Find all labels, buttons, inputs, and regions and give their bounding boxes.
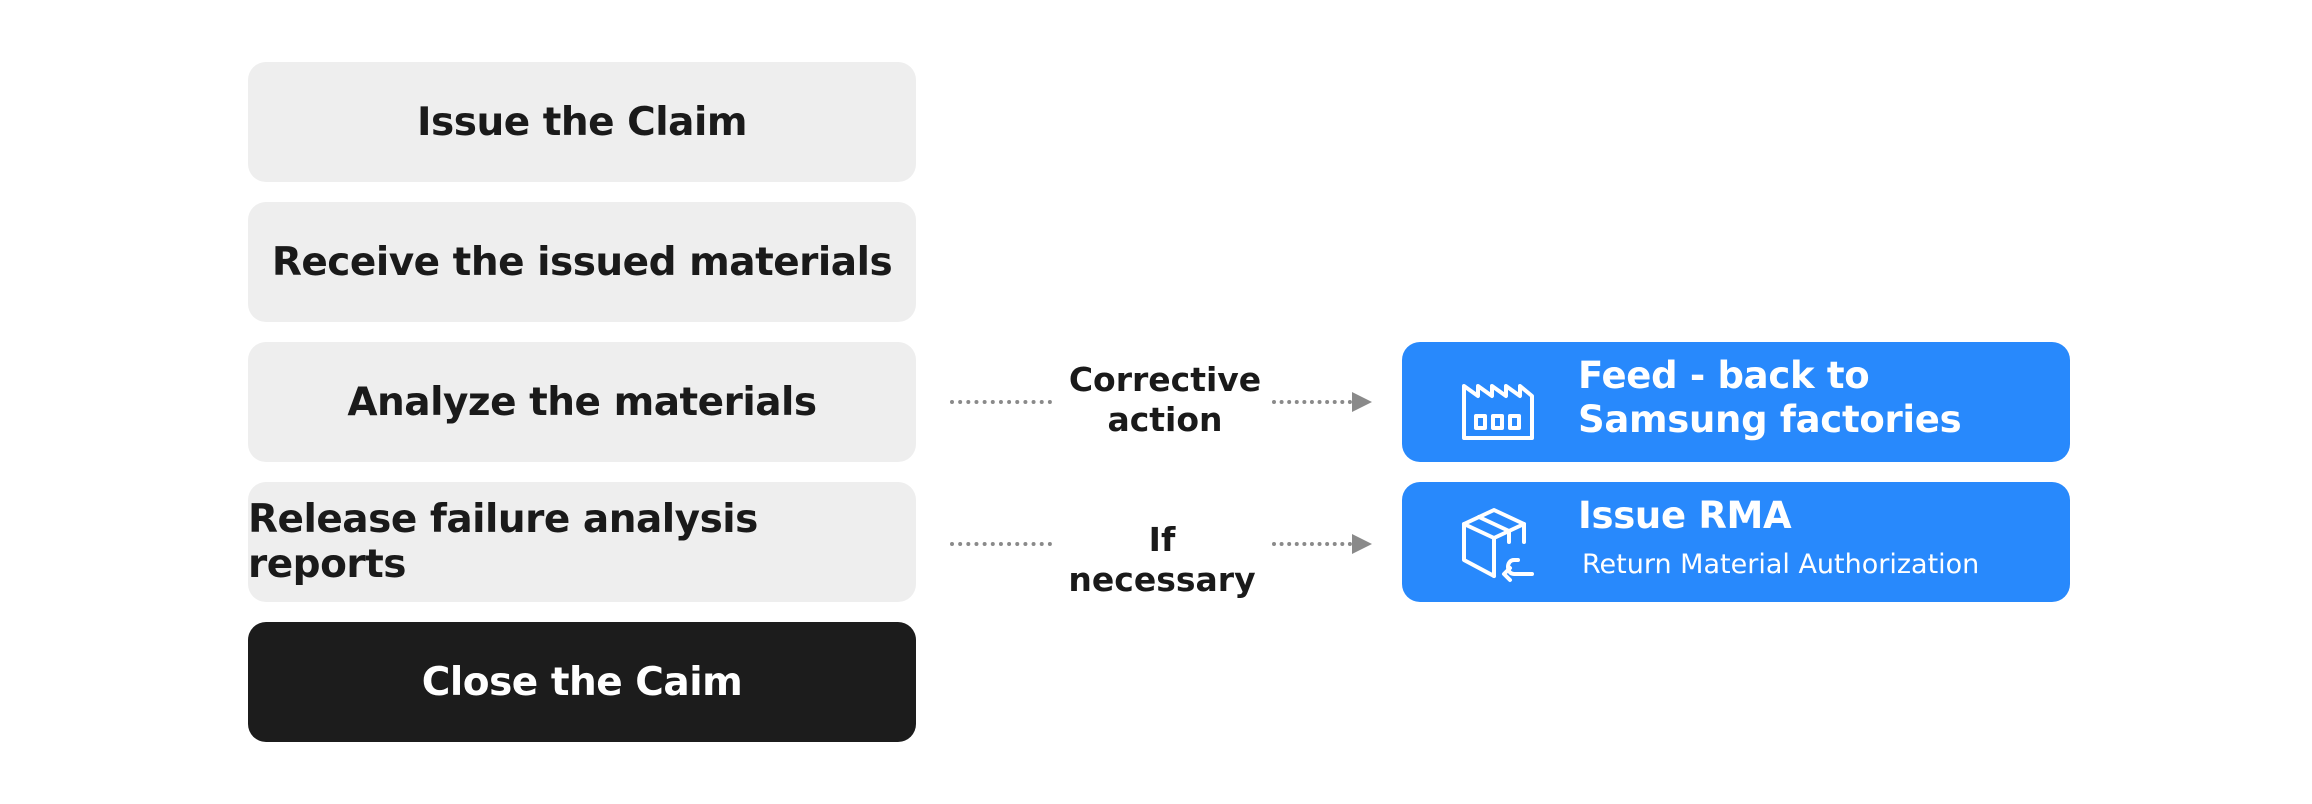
step-issue-claim: Issue the Claim [248,62,916,182]
arrow-head-icon [1352,534,1372,554]
connector-label-necessary: If necessary [1058,520,1266,600]
outcome-issue-rma: Issue RMA Return Material Authorization [1402,482,2070,602]
arrow-head-icon [1352,392,1372,412]
step-receive-materials: Receive the issued materials [248,202,916,322]
step-release-reports: Release failure analysis reports [248,482,916,602]
step-label: Receive the issued materials [271,239,893,285]
factory-icon [1462,384,1534,440]
box-return-icon [1462,508,1534,582]
outcome-feedback-factories: Feed - back to Samsung factories [1402,342,2070,462]
step-label: Issue the Claim [417,99,747,145]
outcome-title: Issue RMA [1578,494,1792,537]
connector-label-corrective: Corrective action [1060,360,1270,440]
outcome-title-line: Feed - back to [1578,354,1870,397]
step-analyze-materials: Analyze the materials [248,342,916,462]
connector-label-line: If necessary [1068,520,1256,599]
step-label: Analyze the materials [347,379,817,425]
connector-label-line: action [1107,400,1223,439]
outcome-title-line: Samsung factories [1578,398,1962,441]
outcome-subtitle: Return Material Authorization [1582,549,1980,580]
connector-line-corrective-right [1272,400,1352,404]
connector-line-necessary-left [950,542,1052,546]
step-label: Release failure analysis reports [248,497,758,587]
step-label: Close the Caim [421,659,743,705]
connector-label-line: Corrective [1068,360,1262,399]
connector-line-corrective-left [950,400,1052,404]
connector-line-necessary-right [1272,542,1352,546]
step-close-claim: Close the Caim [248,622,916,742]
